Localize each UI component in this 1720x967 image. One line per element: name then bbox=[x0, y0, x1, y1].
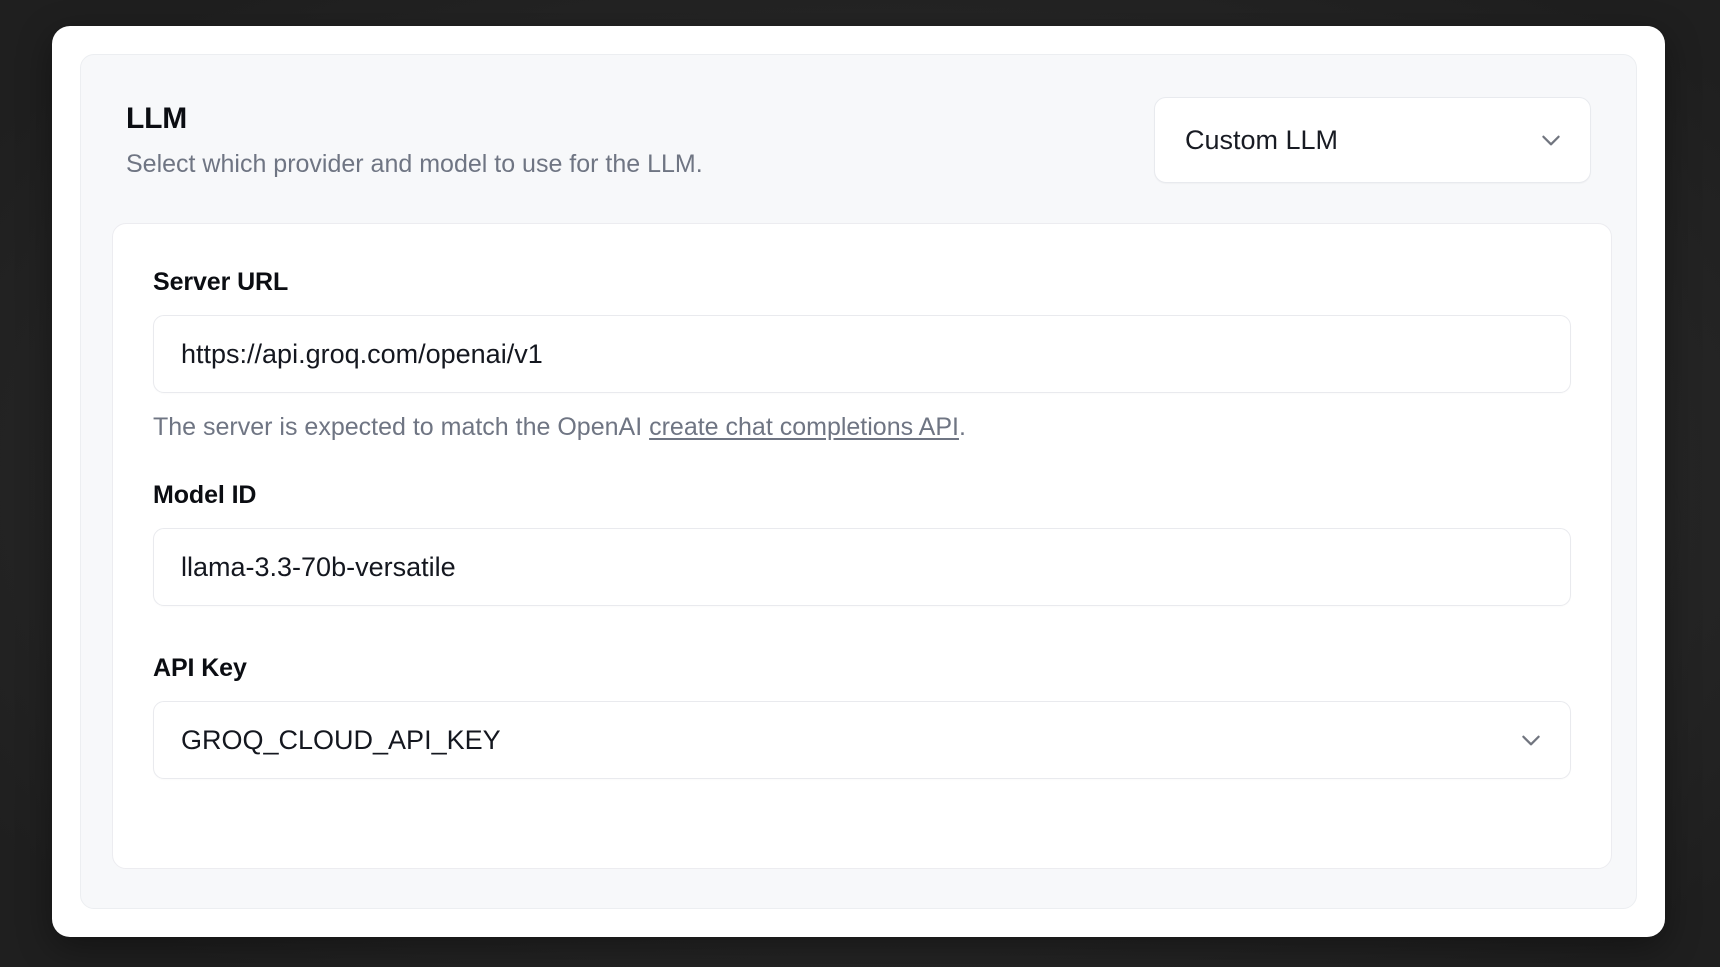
spacer bbox=[153, 443, 1571, 481]
api-key-field: API Key GROQ_CLOUD_API_KEY bbox=[153, 654, 1571, 780]
settings-card: LLM Select which provider and model to u… bbox=[52, 26, 1665, 937]
server-url-field: Server URL https://api.groq.com/openai/v… bbox=[153, 268, 1571, 443]
llm-panel-header: LLM Select which provider and model to u… bbox=[81, 55, 1636, 223]
page-subtitle: Select which provider and model to use f… bbox=[126, 149, 703, 178]
llm-header-text: LLM Select which provider and model to u… bbox=[126, 102, 703, 179]
llm-provider-select-value: Custom LLM bbox=[1185, 124, 1339, 155]
model-id-input[interactable]: llama-3.3-70b-versatile bbox=[153, 528, 1571, 607]
page-title: LLM bbox=[126, 101, 188, 135]
server-url-input[interactable]: https://api.groq.com/openai/v1 bbox=[153, 315, 1571, 393]
server-url-helper-text: The server is expected to match the Open… bbox=[153, 412, 1571, 443]
server-url-value: https://api.groq.com/openai/v1 bbox=[181, 338, 543, 369]
api-key-select[interactable]: GROQ_CLOUD_API_KEY bbox=[153, 701, 1571, 780]
llm-settings-panel: LLM Select which provider and model to u… bbox=[80, 54, 1637, 909]
llm-form-card: Server URL https://api.groq.com/openai/v… bbox=[112, 223, 1612, 869]
create-chat-completions-api-link[interactable]: create chat completions API bbox=[649, 413, 959, 441]
api-key-label: API Key bbox=[153, 654, 247, 683]
chevron-down-icon bbox=[1518, 727, 1544, 753]
model-id-field: Model ID llama-3.3-70b-versatile bbox=[153, 481, 1571, 607]
llm-provider-select[interactable]: Custom LLM bbox=[1154, 97, 1591, 183]
server-url-label: Server URL bbox=[153, 268, 289, 296]
model-id-label: Model ID bbox=[153, 481, 257, 510]
spacer bbox=[153, 606, 1571, 654]
server-url-helper-prefix: The server is expected to match the Open… bbox=[153, 413, 650, 441]
chevron-down-icon bbox=[1538, 127, 1564, 153]
server-url-helper-suffix: . bbox=[958, 413, 966, 441]
model-id-value: llama-3.3-70b-versatile bbox=[181, 551, 456, 582]
api-key-value: GROQ_CLOUD_API_KEY bbox=[181, 724, 501, 755]
